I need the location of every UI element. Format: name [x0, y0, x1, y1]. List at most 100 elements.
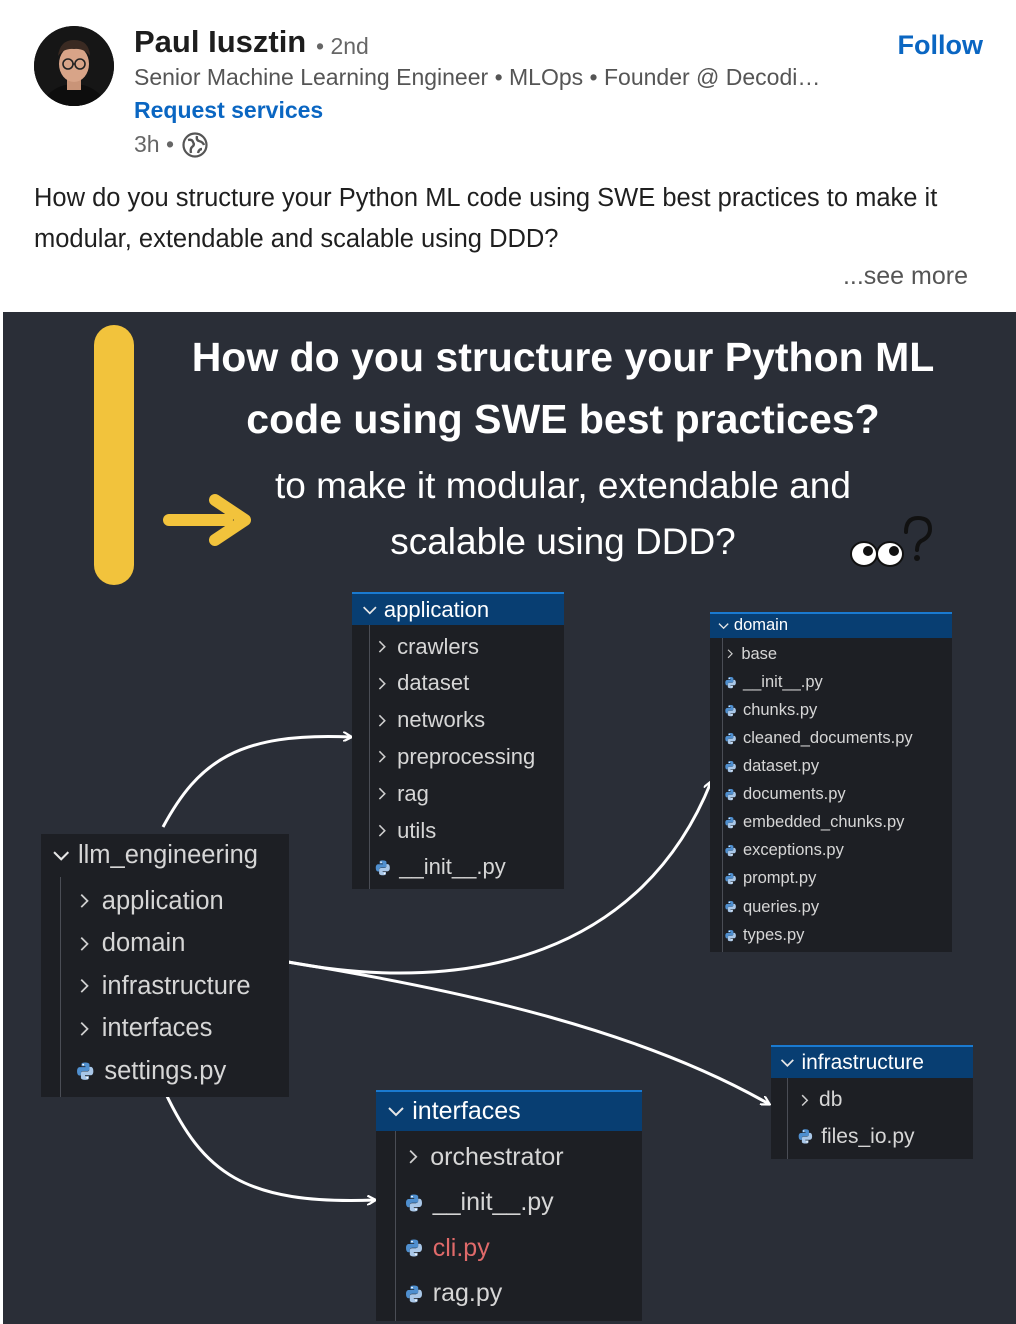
python-file-icon [725, 929, 736, 941]
post-time: 3h • [134, 131, 175, 157]
tree-item-label: base [741, 644, 778, 663]
tree-file-item[interactable]: files_io.py [771, 1118, 973, 1155]
arrow-right-icon [163, 494, 251, 546]
tree-file-item[interactable]: __init__.py [376, 1180, 642, 1226]
tree-folder-item[interactable]: crawlers [352, 628, 564, 665]
chevron-right-icon [80, 1021, 89, 1036]
tree-item-label: settings.py [104, 1056, 227, 1085]
tree-item-label: domain [101, 929, 186, 958]
avatar[interactable] [34, 26, 114, 106]
python-file-icon [798, 1129, 813, 1145]
tree-folder-item[interactable]: preprocessing [352, 739, 564, 776]
tree-llm-engineering: llm_engineering application domain infrastr… [41, 834, 289, 1097]
tree-item-label: chunks.py [742, 700, 818, 719]
image-subtitle: to make it modular, extendable and scala… [275, 465, 851, 562]
request-services-link[interactable]: Request services [134, 97, 324, 123]
python-file-icon [725, 901, 736, 913]
tree-folder-item[interactable]: rag [352, 775, 564, 812]
python-file-icon [375, 859, 390, 875]
tree-file-item[interactable]: cli.py [376, 1225, 642, 1271]
chevron-down-icon [362, 606, 377, 615]
tree-item-label: db [819, 1087, 843, 1111]
python-file-icon [725, 676, 736, 688]
tree-file-item[interactable]: settings.py [41, 1050, 289, 1093]
tree-item-label: interfaces [101, 1014, 213, 1043]
tree-root-llm-engineering[interactable]: llm_engineering [41, 834, 289, 877]
tree-file-item[interactable]: cleaned_documents.py [710, 724, 952, 752]
tree-file-item[interactable]: chunks.py [710, 696, 952, 724]
post-image[interactable]: How do you structure your Python ML code… [3, 312, 1016, 1324]
curious-eyes-icon [850, 515, 933, 567]
tree-file-item[interactable]: dataset.py [710, 752, 952, 780]
tree-infrastructure: infrastructure db files_io.py [771, 1045, 973, 1160]
python-file-icon [725, 760, 736, 773]
chevron-right-icon [80, 936, 89, 951]
chevron-right-icon [378, 787, 386, 800]
tree-folder-item[interactable]: utils [352, 812, 564, 849]
tree-item-label: __init__.py [432, 1188, 554, 1217]
chevron-down-icon [781, 1059, 795, 1068]
arrow-to-domain [287, 782, 711, 975]
post-text: How do you structure your Python ML code… [34, 184, 938, 253]
tree-root-domain[interactable]: domain [710, 612, 952, 638]
tree-item-label: rag.py [432, 1279, 503, 1308]
tree-file-item[interactable]: embedded_chunks.py [710, 809, 952, 837]
follow-button[interactable]: Follow [897, 30, 983, 60]
tree-file-item[interactable]: prompt.py [710, 865, 952, 893]
tree-folder-item[interactable]: interfaces [41, 1007, 289, 1050]
tree-folder-item[interactable]: orchestrator [376, 1134, 642, 1180]
tree-item-label: documents.py [742, 785, 846, 804]
python-file-icon [725, 732, 736, 745]
python-file-icon [725, 845, 736, 857]
author-name[interactable]: Paul Iusztin [134, 24, 307, 59]
tree-folder-item[interactable]: infrastructure [41, 965, 289, 1008]
tree-folder-item[interactable]: db [771, 1081, 973, 1118]
tree-file-item[interactable]: __init__.py [352, 849, 564, 886]
post-meta: 3h • [134, 131, 208, 158]
indent-guide [394, 1130, 396, 1321]
tree-item-label: preprocessing [397, 743, 536, 769]
tree-root-label: infrastructure [801, 1050, 924, 1074]
tree-item-label: exceptions.py [742, 841, 844, 860]
python-file-icon [406, 1239, 422, 1257]
tree-root-application[interactable]: application [352, 592, 564, 626]
python-file-icon [406, 1285, 422, 1303]
chevron-down-icon [388, 1107, 404, 1117]
tree-folder-item[interactable]: application [41, 880, 289, 923]
python-file-icon [77, 1062, 94, 1080]
tree-folder-item[interactable]: networks [352, 702, 564, 739]
tree-file-item[interactable]: rag.py [376, 1271, 642, 1317]
tree-file-item[interactable]: exceptions.py [710, 837, 952, 865]
image-title: How do you structure your Python ML code… [191, 334, 935, 442]
arrow-to-application [161, 736, 351, 828]
tree-item-label: application [101, 886, 224, 915]
chevron-right-icon [80, 894, 89, 909]
tree-root-interfaces[interactable]: interfaces [376, 1090, 642, 1131]
tree-file-item[interactable]: __init__.py [710, 668, 952, 696]
tree-file-item[interactable]: types.py [710, 921, 952, 949]
indent-guide [786, 1078, 788, 1160]
tree-root-infrastructure[interactable]: infrastructure [771, 1045, 973, 1079]
arrow-to-interfaces [163, 1091, 375, 1200]
tree-domain: domain base __init__.py chunks.py cleaned… [710, 612, 952, 952]
tree-file-item[interactable]: queries.py [710, 893, 952, 921]
python-file-icon [725, 704, 736, 716]
chevron-right-icon [801, 1094, 809, 1106]
chevron-right-icon [80, 979, 89, 994]
python-file-icon [725, 873, 736, 885]
tree-folder-item[interactable]: domain [41, 922, 289, 965]
avatar-portrait-icon [34, 26, 114, 106]
author-headline: Senior Machine Learning Engineer • MLOps… [134, 64, 821, 90]
tree-folder-item[interactable]: base [710, 640, 952, 668]
chevron-right-icon [378, 751, 386, 763]
see-more-link[interactable]: ...see more [842, 262, 968, 290]
tree-folder-item[interactable]: dataset [352, 665, 564, 702]
tree-item-label: dataset [397, 670, 470, 696]
tree-item-label: prompt.py [742, 869, 817, 888]
tree-file-item[interactable]: documents.py [710, 781, 952, 809]
connection-degree: • 2nd [316, 33, 369, 59]
globe-icon [182, 131, 208, 158]
chevron-right-icon [378, 677, 386, 690]
